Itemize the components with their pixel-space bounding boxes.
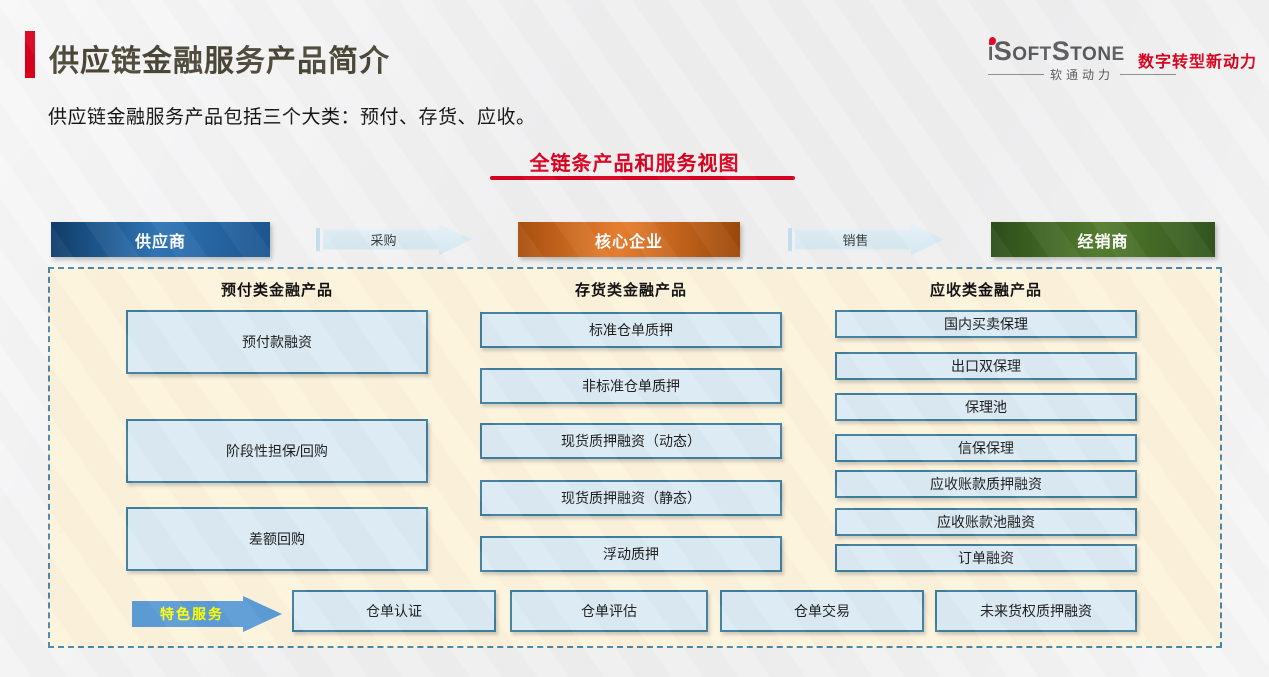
- product-box: 现货质押融资（静态）: [480, 480, 782, 516]
- right-arrow-icon: 销售: [795, 224, 944, 255]
- logo-rule-right: [1120, 74, 1177, 75]
- product-box: 信保保理: [835, 434, 1137, 462]
- flow-arrow-purchase: 采购: [316, 224, 472, 255]
- flow-arrow-sales-label: 销售: [842, 233, 869, 248]
- product-box: 出口双保理: [835, 352, 1137, 380]
- company-logo: iSoftStone 软通动力: [988, 36, 1258, 84]
- special-services-label: 特色服务: [160, 606, 224, 622]
- logo-red-dot-icon: [989, 37, 996, 45]
- special-service-box: 未来货权质押融资: [935, 590, 1137, 632]
- special-service-box: 仓单交易: [720, 590, 924, 632]
- column-header-receivables: 应收类金融产品: [929, 282, 1042, 299]
- brand-cn: 软通动力: [1050, 68, 1115, 82]
- special-service-box: 仓单评估: [510, 590, 708, 632]
- products-panel: 预付类金融产品 存货类金融产品 应收类金融产品 预付款融资 阶段性担保/回购 差…: [48, 267, 1222, 648]
- section-title: 全链条产品和服务视图: [529, 153, 740, 175]
- product-box: 国内买卖保理: [835, 310, 1137, 338]
- product-box: 应收账款池融资: [835, 508, 1137, 536]
- product-box: 差额回购: [126, 507, 428, 571]
- special-service-box: 仓单认证: [292, 590, 496, 632]
- brand-cn-row: 软通动力: [988, 66, 1177, 83]
- title-accent-bar: [25, 31, 35, 78]
- logo-tagline: 数字转型新动力: [1138, 54, 1258, 71]
- section-underline: [490, 176, 795, 180]
- flow-node-dealer: 经销商: [991, 222, 1215, 257]
- product-box: 保理池: [835, 393, 1137, 421]
- product-box: 预付款融资: [126, 310, 428, 374]
- product-box: 阶段性担保/回购: [126, 419, 428, 483]
- product-box: 应收账款质押融资: [835, 470, 1137, 498]
- arrow-stripe: [788, 228, 792, 251]
- product-box: 非标准仓单质押: [480, 368, 782, 404]
- logo-rule-left: [988, 74, 1044, 75]
- product-box: 浮动质押: [480, 536, 782, 572]
- page-title: 供应链金融服务产品简介: [49, 45, 390, 78]
- brand-text: iSoftStone: [988, 36, 1125, 66]
- column-header-inventory: 存货类金融产品: [574, 282, 687, 299]
- product-box: 订单融资: [835, 544, 1137, 572]
- special-services-arrow-icon: 特色服务: [132, 596, 282, 632]
- flow-arrow-sales: 销售: [788, 224, 944, 255]
- flow-node-core-enterprise: 核心企业: [518, 222, 740, 257]
- product-box: 标准仓单质押: [480, 312, 782, 348]
- column-header-prepayment: 预付类金融产品: [220, 282, 333, 299]
- intro-text: 供应链金融服务产品包括三个大类：预付、存货、应收。: [48, 107, 536, 128]
- right-arrow-icon: 采购: [323, 224, 472, 255]
- flow-node-supplier: 供应商: [51, 222, 270, 257]
- product-box: 现货质押融资（动态）: [480, 423, 782, 459]
- flow-arrow-purchase-label: 采购: [370, 233, 397, 248]
- brand-wordmark: iSoftStone: [988, 36, 1258, 66]
- arrow-stripe: [316, 228, 320, 251]
